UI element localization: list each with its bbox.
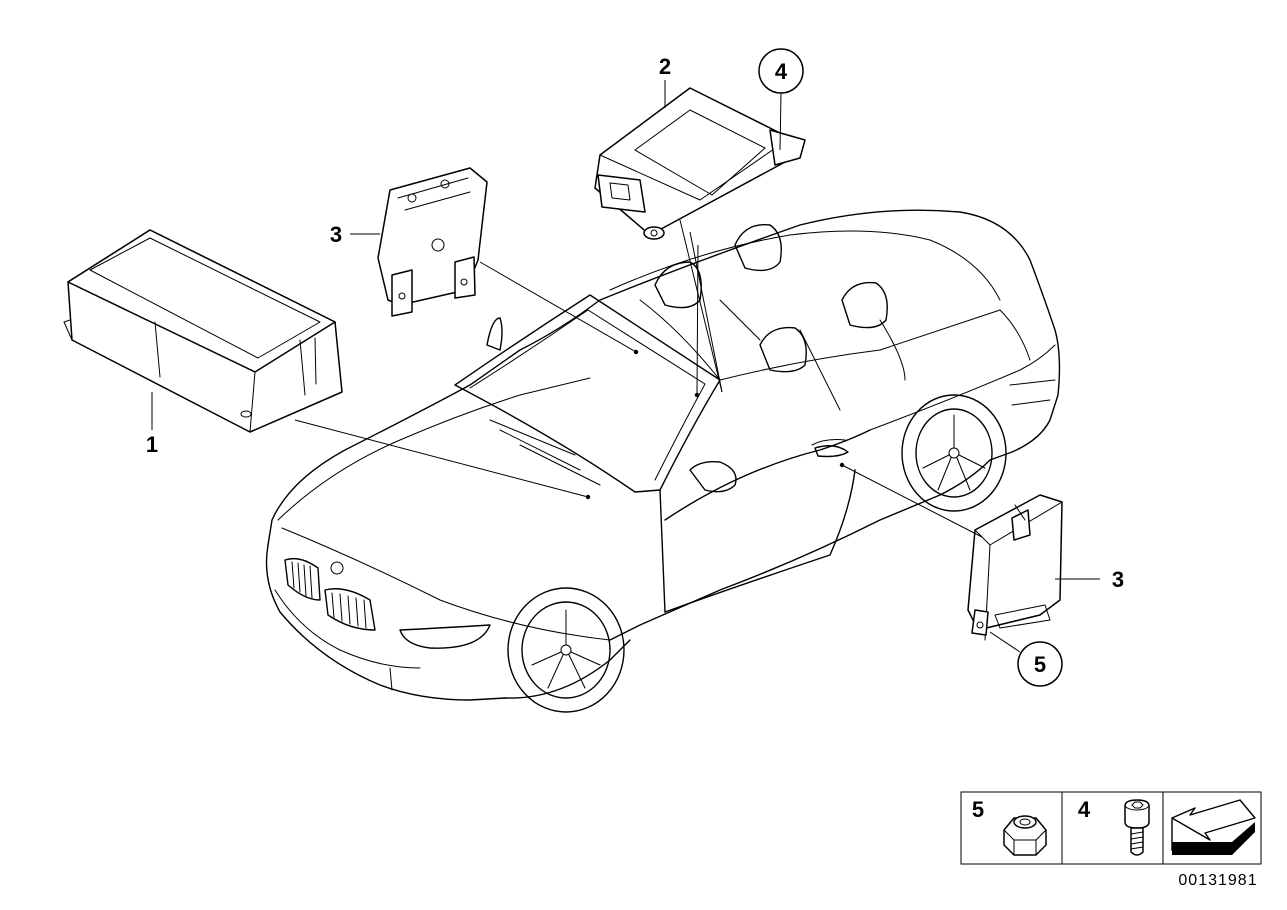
leader-lines: [151, 80, 1100, 653]
legend-label-4: 4: [1078, 797, 1091, 822]
part-3-upper-bracket: [377, 167, 488, 317]
callout-3-upper: 3: [330, 222, 342, 247]
part-1-control-unit: [63, 229, 343, 433]
callout-4-circle: [758, 48, 804, 94]
part-2-airbag-control-module: [594, 87, 806, 240]
callout-5: 5: [1034, 652, 1046, 677]
direction-arrow-icon: [1171, 799, 1256, 855]
car-illustration: [265, 209, 1061, 713]
callout-1: 1: [146, 432, 158, 457]
hex-socket-bolt-icon: [1124, 799, 1150, 856]
callout-4: 4: [775, 59, 788, 84]
part-3-lower-module: [967, 494, 1063, 641]
hex-nut-icon: [1003, 815, 1047, 856]
callout-5-circle: [1017, 641, 1063, 687]
callout-3-lower: 3: [1112, 567, 1124, 592]
legend-box: 5 4: [960, 791, 1262, 865]
legend-label-5: 5: [972, 797, 984, 822]
callout-2: 2: [659, 54, 671, 79]
document-number: 00131981: [1178, 872, 1257, 889]
